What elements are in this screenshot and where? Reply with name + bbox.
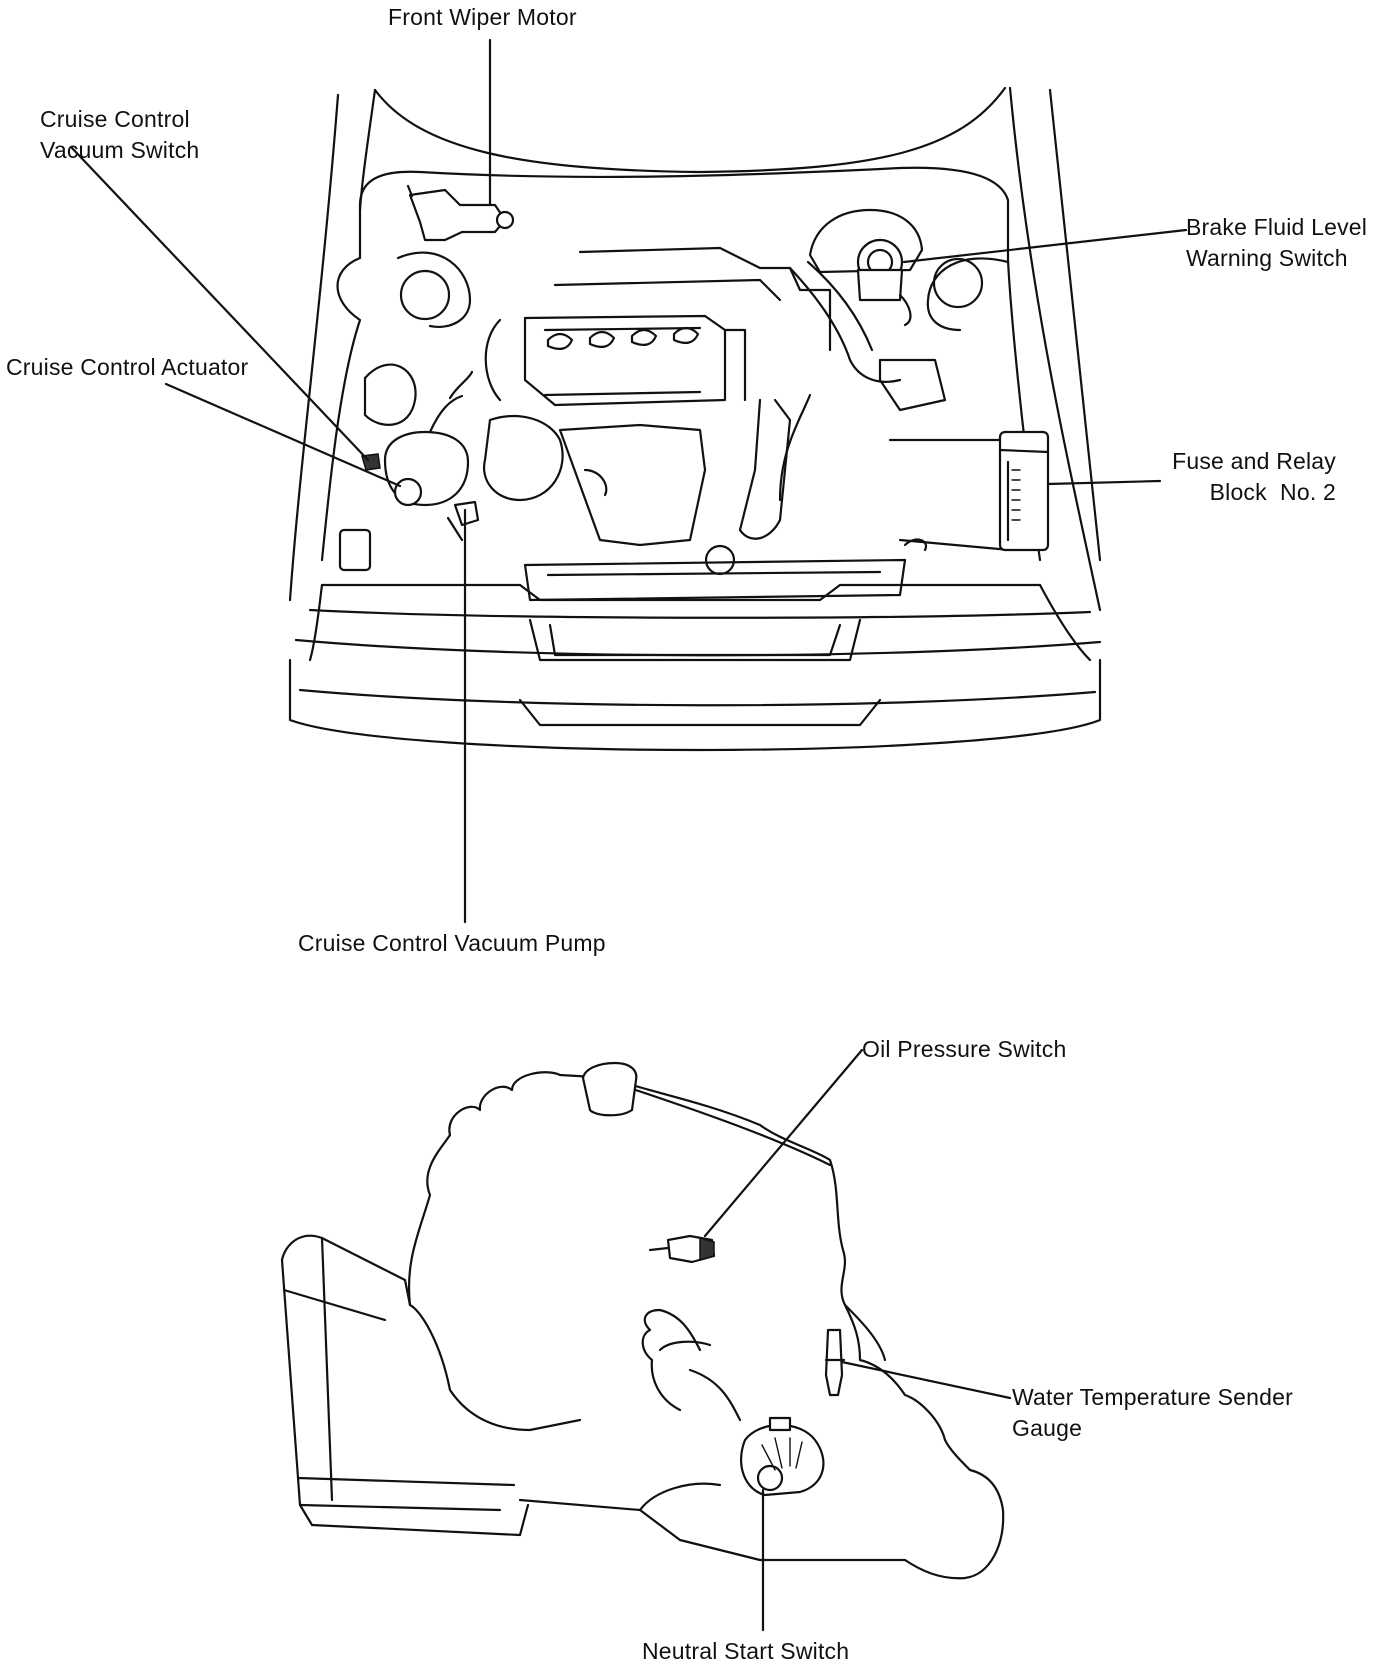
leader-water-temperature-sender-gauge [840,1360,1012,1400]
label-line: Warning Switch [1186,245,1348,271]
label-brake-fluid-level-warning-switch: Brake Fluid Level Warning Switch [1186,212,1367,274]
label-front-wiper-motor: Front Wiper Motor [388,4,577,30]
leader-fuse-relay-block [1046,479,1162,486]
label-oil-pressure-switch: Oil Pressure Switch [862,1036,1067,1062]
label-water-temperature-sender-gauge: Water Temperature Sender Gauge [1012,1382,1293,1444]
leader-cruise-control-vacuum-switch [70,146,370,462]
engine-side-drawing [280,1061,1005,1580]
label-fuse-and-relay-block-no2: Fuse and Relay Block No. 2 [1146,446,1336,508]
leader-lines-upper [70,38,1188,924]
label-neutral-start-switch: Neutral Start Switch [642,1638,850,1664]
label-line: Fuse and Relay [1172,448,1336,474]
engine-bay-drawing [288,86,1102,752]
label-line: Water Temperature Sender [1012,1384,1293,1410]
label-cruise-control-vacuum-switch: Cruise Control Vacuum Switch [40,104,199,166]
label-line: Cruise Control [40,106,190,132]
label-cruise-control-actuator: Cruise Control Actuator [6,354,249,380]
label-line: Block No. 2 [1209,479,1336,505]
leader-brake-fluid-level-warning-switch [902,228,1188,264]
label-line: Vacuum Switch [40,137,200,163]
label-line: Brake Fluid Level [1186,214,1368,240]
leader-lines-lower [703,1048,1012,1632]
leader-cruise-control-actuator [164,382,402,488]
leader-oil-pressure-switch [703,1048,864,1238]
label-cruise-control-vacuum-pump: Cruise Control Vacuum Pump [298,930,606,956]
label-line: Gauge [1012,1415,1083,1441]
